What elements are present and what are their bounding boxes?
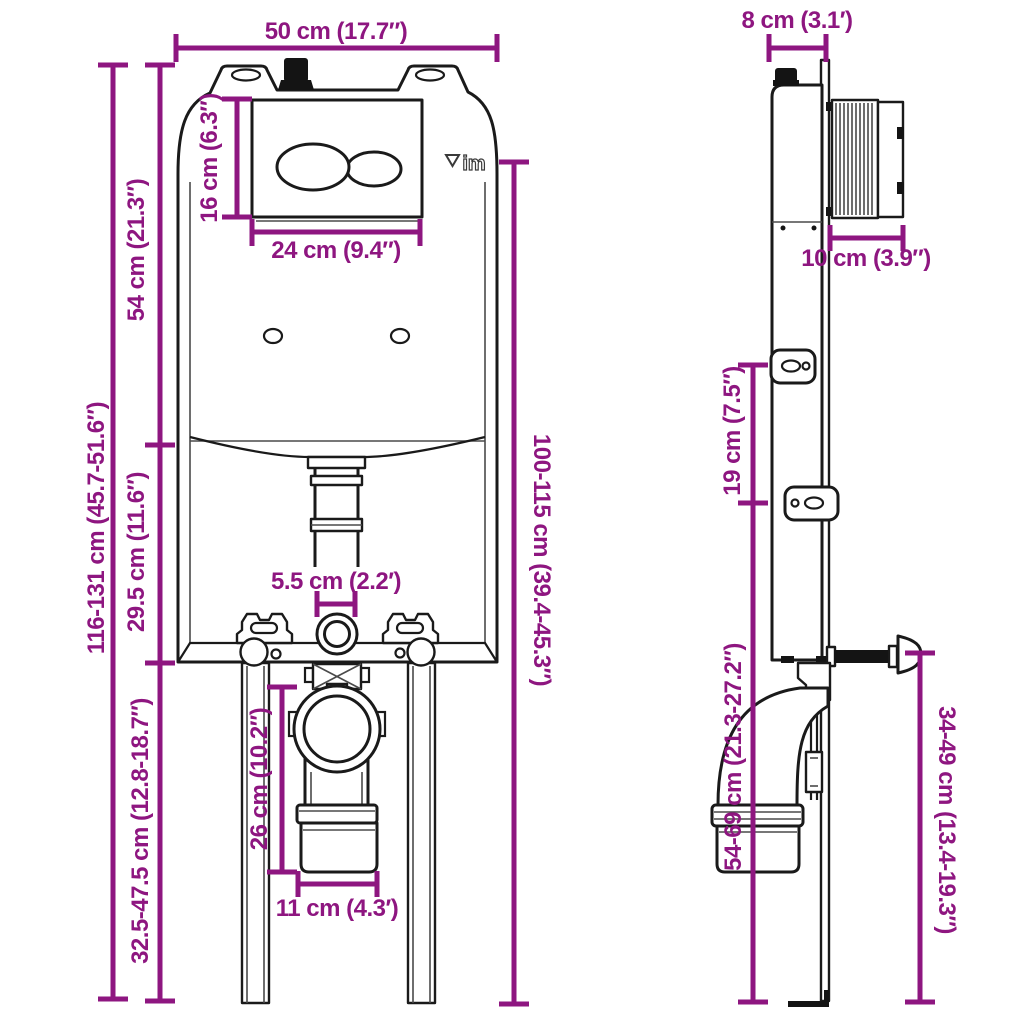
flush-button-small [345,150,403,188]
side-fill-cap [773,68,799,86]
flush-pipe [189,435,486,567]
mount-slot-left [230,68,262,82]
frame-width-label: 50 cm (17.7″) [265,18,407,45]
flush-plate-housing [826,98,905,220]
brand-logo: im [444,152,486,176]
tank-section-label: 54 cm (21.3″) [123,179,150,321]
adjustable-foot-right [406,637,436,667]
side-floor-foot [788,990,829,1007]
lower-section-label: 32.5-47.5 cm (12.8-18.7″) [127,698,154,964]
dimension-annotations: 50 cm (17.7″) 8 cm (3.1′) 116-131 cm (45… [83,7,960,1007]
dim-total-height [98,62,128,1002]
adjustable-foot-left [239,637,269,667]
fill-valve-cap [278,58,314,90]
dim-install-height [499,159,529,1007]
leg-left [240,661,271,1005]
logo-text: im [462,153,485,175]
dim-plate-width [249,219,423,246]
leg-right [406,661,437,1005]
frame-depth-label: 8 cm (3.1′) [742,7,853,34]
dim-left-sections [145,62,175,1004]
anchor-rod [825,634,923,675]
drain-height-label: 26 cm (10.2″) [246,708,273,850]
mount-slot-right [414,68,446,82]
dim-plate-height [222,96,252,220]
front-view-drawing: im [176,58,499,1005]
bracket-spacing-label: 19 cm (7.5″) [719,366,746,496]
dim-frame-width [173,34,500,62]
rod-height-label: 34-49 cm (13.4-19.3″) [933,706,960,934]
dim-bracket-outlet [738,362,768,1005]
mid-section-label: 29.5 cm (11.6″) [123,472,150,632]
wall-bracket-bottom [783,485,840,522]
water-inlet [315,612,359,656]
fixing-hole-right [389,327,411,345]
plate-width-label: 24 cm (9.4″) [271,237,401,264]
wall-bracket-top [769,348,817,385]
outlet-height-label: 54-69 cm (21.3-27.2″) [720,643,747,871]
dim-housing-depth [827,225,906,251]
install-height-label: 100-115 cm (39.4-45.3″) [528,434,555,686]
flush-button-large [275,142,351,192]
plate-height-label: 16 cm (6.3″) [196,93,223,223]
foot-bracket-right [381,612,440,645]
drain-elbow [287,662,387,874]
flush-plate [250,98,424,222]
total-height-label: 116-131 cm (45.7-51.6″) [83,402,110,654]
inlet-size-label: 5.5 cm (2.2′) [271,568,401,595]
side-drain-elbow [710,686,830,874]
frame-outline [176,64,499,664]
side-view-drawing [710,58,923,1007]
dim-rod-height [905,650,935,1005]
housing-depth-label: 10 cm (3.9″) [801,245,931,272]
dim-drain-height [267,684,297,875]
fixing-hole-left [262,327,284,345]
dim-inlet-size [314,591,358,617]
drain-width-label: 11 cm (4.3′) [276,895,399,922]
dim-drain-width [295,871,380,897]
foot-bracket-left [235,612,294,645]
dim-frame-depth [766,34,829,62]
